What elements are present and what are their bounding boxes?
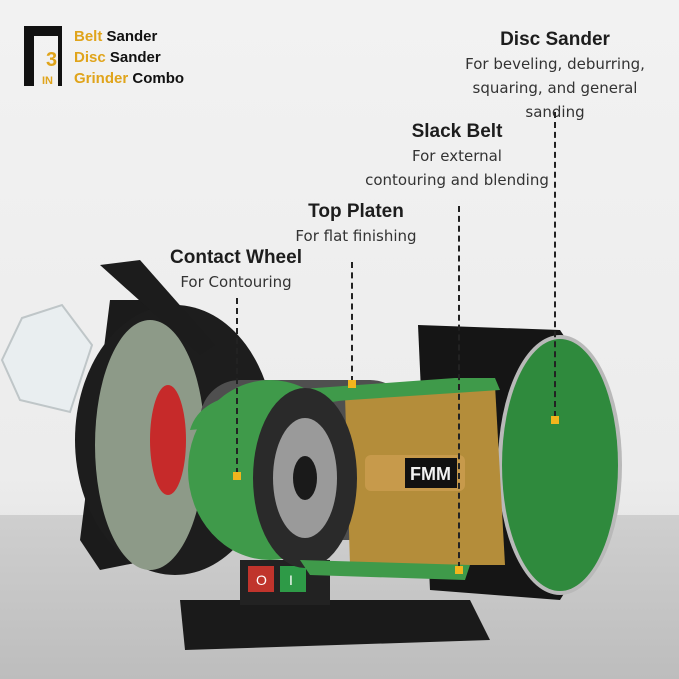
top-platen-title: Top Platen (308, 201, 404, 222)
label-slack-belt: Slack Belt For external contouring and b… (362, 120, 552, 192)
grinding-wheel (95, 320, 205, 570)
logo-number: 3 (46, 49, 57, 71)
brand-label: FMM (410, 464, 451, 484)
slack-belt-bottom (300, 560, 470, 580)
leader-slack-belt (458, 206, 460, 568)
shield-bracket (100, 260, 215, 355)
disc-sander-title: Disc Sander (500, 29, 610, 50)
leader-disc-sander (554, 112, 556, 417)
eye-shield (0, 303, 94, 414)
logo-unit: IN (42, 75, 53, 87)
sander-grinder-illustration: O I FMM (0, 260, 622, 650)
slack-belt-desc-1: For external (412, 147, 502, 165)
marker-slack-belt (455, 566, 463, 574)
marker-contact-wheel (233, 472, 241, 480)
label-contact-wheel: Contact Wheel For Contouring (166, 246, 306, 294)
sanding-disc (502, 339, 618, 591)
leader-top-platen (351, 262, 353, 382)
on-switch (280, 566, 306, 592)
grinder-flange (150, 385, 186, 495)
contact-wheel-title: Contact Wheel (170, 247, 302, 268)
brand-label-plate (405, 458, 457, 488)
brand-logo: 3 IN (24, 26, 62, 87)
off-switch (248, 566, 274, 592)
machine-base (180, 600, 490, 650)
top-platen-desc: For flat finishing (295, 227, 417, 245)
title-line-disc: Disc Sander (74, 49, 161, 66)
marker-top-platen (348, 380, 356, 388)
title-line-grinder: Grinder Combo (74, 70, 185, 87)
leader-contact-wheel (236, 298, 238, 474)
marker-disc-sander (551, 416, 559, 424)
label-top-platen: Top Platen For flat finishing (286, 200, 426, 248)
slack-belt-title: Slack Belt (411, 121, 503, 142)
contact-wheel-desc: For Contouring (180, 273, 292, 291)
product-title: Belt Sander Disc Sander Grinder Combo (74, 26, 184, 89)
disc-sander-desc-1: For beveling, deburring, (465, 55, 645, 73)
off-switch-label: O (256, 572, 267, 588)
contact-wheel-axle (293, 456, 317, 500)
label-disc-sander: Disc Sander For beveling, deburring, squ… (450, 28, 660, 124)
title-line-belt: Belt Sander (74, 28, 158, 45)
slack-belt-desc-2: contouring and blending (365, 171, 549, 189)
on-switch-label: I (289, 572, 293, 588)
